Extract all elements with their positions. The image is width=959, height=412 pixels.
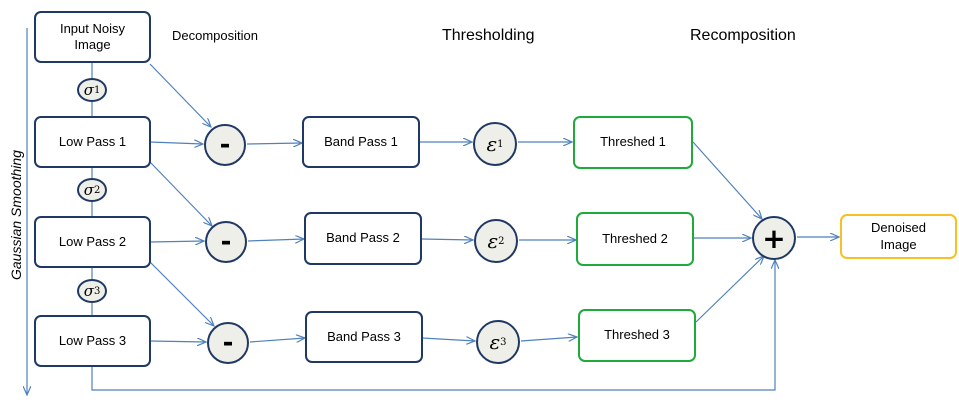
arrow-threshed1-plus — [692, 141, 762, 219]
epsilon-index: 1 — [497, 138, 504, 150]
sigma-index: 3 — [93, 285, 101, 297]
low-pass-2-box: Low Pass 2 — [34, 216, 151, 268]
arrow-lowpass2-minus2 — [149, 241, 204, 242]
subtract-node-1: - — [204, 124, 246, 166]
sigma-symbol: σ — [83, 282, 94, 300]
arrow-lowpass3-minus3 — [149, 341, 206, 342]
arrow-lowpass2-minus3 — [149, 261, 214, 326]
subtract-node-3: - — [207, 322, 249, 364]
low-pass-3-box: Low Pass 3 — [34, 315, 151, 367]
thresholding-label: Thresholding — [442, 27, 535, 44]
low-pass-1-box: Low Pass 1 — [34, 116, 151, 168]
arrow-minus3-bandpass3 — [249, 338, 305, 342]
decomposition-label: Decomposition — [172, 28, 258, 43]
epsilon-index: 3 — [500, 336, 507, 348]
arrow-minus1-bandpass1 — [246, 143, 302, 144]
sigma-symbol: σ — [83, 81, 94, 99]
gaussian-smoothing-label: Gaussian Smoothing — [8, 150, 24, 280]
threshed-3-box: Threshed 3 — [578, 309, 696, 362]
band-pass-1-box: Band Pass 1 — [302, 116, 420, 168]
epsilon-index: 2 — [498, 235, 505, 247]
threshed-1-box: Threshed 1 — [573, 116, 693, 169]
sigma-index: 2 — [93, 184, 101, 196]
subtract-node-2: - — [205, 221, 247, 263]
band-pass-3-box: Band Pass 3 — [305, 311, 423, 363]
epsilon-symbol: ε — [489, 330, 501, 354]
arrow-input-minus1 — [149, 63, 211, 127]
arrow-bandpass2-eps2 — [421, 239, 473, 240]
arrow-lowpass3-plus — [91, 260, 775, 391]
threshed-2-box: Threshed 2 — [576, 212, 694, 266]
epsilon-symbol: ε — [486, 132, 498, 156]
arrow-minus2-bandpass2 — [247, 239, 304, 241]
arrow-threshed3-plus — [695, 256, 764, 323]
epsilon-symbol: ε — [487, 229, 499, 253]
add-node: + — [752, 216, 796, 260]
sigma-symbol: σ — [83, 181, 94, 199]
arrow-lowpass1-minus2 — [149, 161, 212, 226]
arrow-bandpass3-eps3 — [421, 338, 475, 341]
recomposition-label: Recomposition — [690, 27, 796, 44]
input-noisy-image-box: Input Noisy Image — [34, 11, 151, 63]
denoised-image-box: Denoised Image — [840, 214, 957, 259]
arrow-eps3-threshed3 — [520, 337, 577, 341]
arrow-lowpass1-minus1 — [149, 142, 203, 144]
sigma-index: 1 — [93, 84, 101, 96]
band-pass-2-box: Band Pass 2 — [304, 212, 422, 265]
